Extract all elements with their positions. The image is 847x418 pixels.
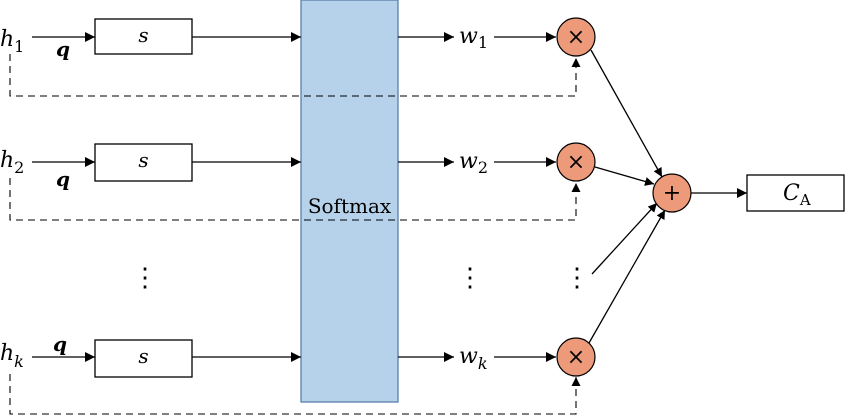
multiply-symbol-2: × [567, 150, 585, 175]
output-box [746, 174, 845, 212]
score-label-k: s [138, 344, 148, 368]
multiply-node-k [556, 337, 596, 377]
ellipsis-scores: ⋮ [132, 263, 158, 293]
ellipsis-to-sum-arrow [591, 202, 658, 275]
score-box-2 [94, 143, 193, 182]
score-box-1 [94, 18, 193, 55]
ellipsis-products: ⋮ [564, 263, 590, 293]
score-label-1: s [138, 23, 148, 47]
hk-label: hk [0, 341, 24, 371]
query-label-1: q [56, 37, 70, 61]
multiply-node-2 [556, 142, 596, 182]
row-k: hk q s wk × [0, 332, 596, 415]
multiply-symbol-1: × [567, 25, 585, 50]
sum-symbol: + [663, 181, 681, 206]
hk-skip-dashed-line [9, 374, 581, 415]
score-box-k [94, 339, 193, 378]
softmax-block [300, 0, 399, 403]
row-1: h1 q s w1 × [0, 17, 596, 97]
w2-label: w2 [459, 149, 488, 177]
row-2: h2 q s w2 × [0, 142, 596, 221]
h2-label: h2 [0, 148, 24, 177]
query-label-k: q [53, 332, 67, 356]
productk-to-sum-arrow [588, 209, 666, 344]
multiply-node-1 [556, 17, 596, 57]
multiply-symbol-k: × [567, 345, 585, 370]
h2-skip-dashed-line [9, 178, 581, 221]
product1-to-sum-arrow [590, 49, 663, 178]
product2-to-sum-arrow [594, 166, 655, 186]
query-label-2: q [56, 167, 70, 191]
softmax-label: Softmax [308, 194, 392, 218]
ellipsis-weights: ⋮ [457, 263, 483, 293]
score-label-2: s [138, 148, 148, 172]
h1-skip-dashed-line [9, 54, 581, 97]
wk-label: wk [459, 344, 488, 373]
w1-label: w1 [459, 24, 488, 52]
output-label: CA [783, 181, 811, 209]
h1-label: h1 [0, 27, 24, 56]
